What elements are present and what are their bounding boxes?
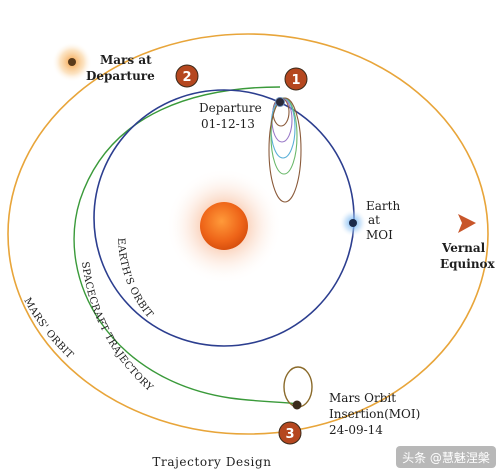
label-earth-orbit: EARTH'S ORBIT — [115, 238, 155, 321]
label-mars-departure-line1: Mars at — [100, 53, 152, 67]
label-mars-orbit-text: MARS' ORBIT — [21, 296, 75, 361]
label-earth-moi-line3: MOI — [366, 228, 393, 242]
spacecraft-trajectory — [73, 86, 299, 405]
mars-moi-planet-icon — [292, 400, 302, 410]
marker-1: 1 — [284, 67, 308, 91]
label-vernal: Vernal — [441, 241, 486, 255]
label-moi-line2: Insertion(MOI) — [329, 407, 420, 421]
label-spacecraft-trajectory-text: SPACECRAFT TRAJECTORY — [79, 261, 155, 394]
label-departure: Departure — [199, 101, 262, 115]
marker-3-number: 3 — [285, 427, 294, 442]
label-moi-line1: Mars Orbit — [329, 391, 396, 405]
label-earth-moi-line1: Earth — [366, 199, 400, 213]
marker-2-number: 2 — [182, 70, 191, 85]
caption-trajectory-design: Trajectory Design — [152, 455, 271, 469]
departure-loops — [268, 97, 302, 203]
label-equinox: Equinox — [440, 257, 496, 271]
label-earth-moi-line2: at — [368, 213, 380, 227]
label-moi-date: 24-09-14 — [329, 423, 383, 437]
label-departure-date: 01-12-13 — [201, 117, 255, 131]
label-earth-orbit-text: EARTH'S ORBIT — [115, 238, 155, 321]
marker-1-number: 1 — [291, 73, 300, 88]
earth-departure-planet-icon — [275, 97, 285, 107]
label-spacecraft-trajectory: SPACECRAFT TRAJECTORY — [79, 261, 155, 394]
mars-departure-planet-icon — [68, 58, 76, 66]
sun-icon — [200, 202, 248, 250]
label-mars-departure-line2: Departure — [86, 69, 155, 83]
vernal-equinox-arrow-icon — [458, 214, 476, 233]
marker-3: 3 — [278, 421, 302, 445]
label-mars-orbit: MARS' ORBIT — [21, 296, 75, 361]
marker-2: 2 — [175, 64, 199, 88]
watermark: 头条 @慧魅涅槃 — [396, 446, 496, 468]
mars-orbit — [7, 33, 489, 435]
watermark-text: 头条 @慧魅涅槃 — [402, 450, 490, 465]
earth-moi-planet-icon — [349, 219, 357, 227]
